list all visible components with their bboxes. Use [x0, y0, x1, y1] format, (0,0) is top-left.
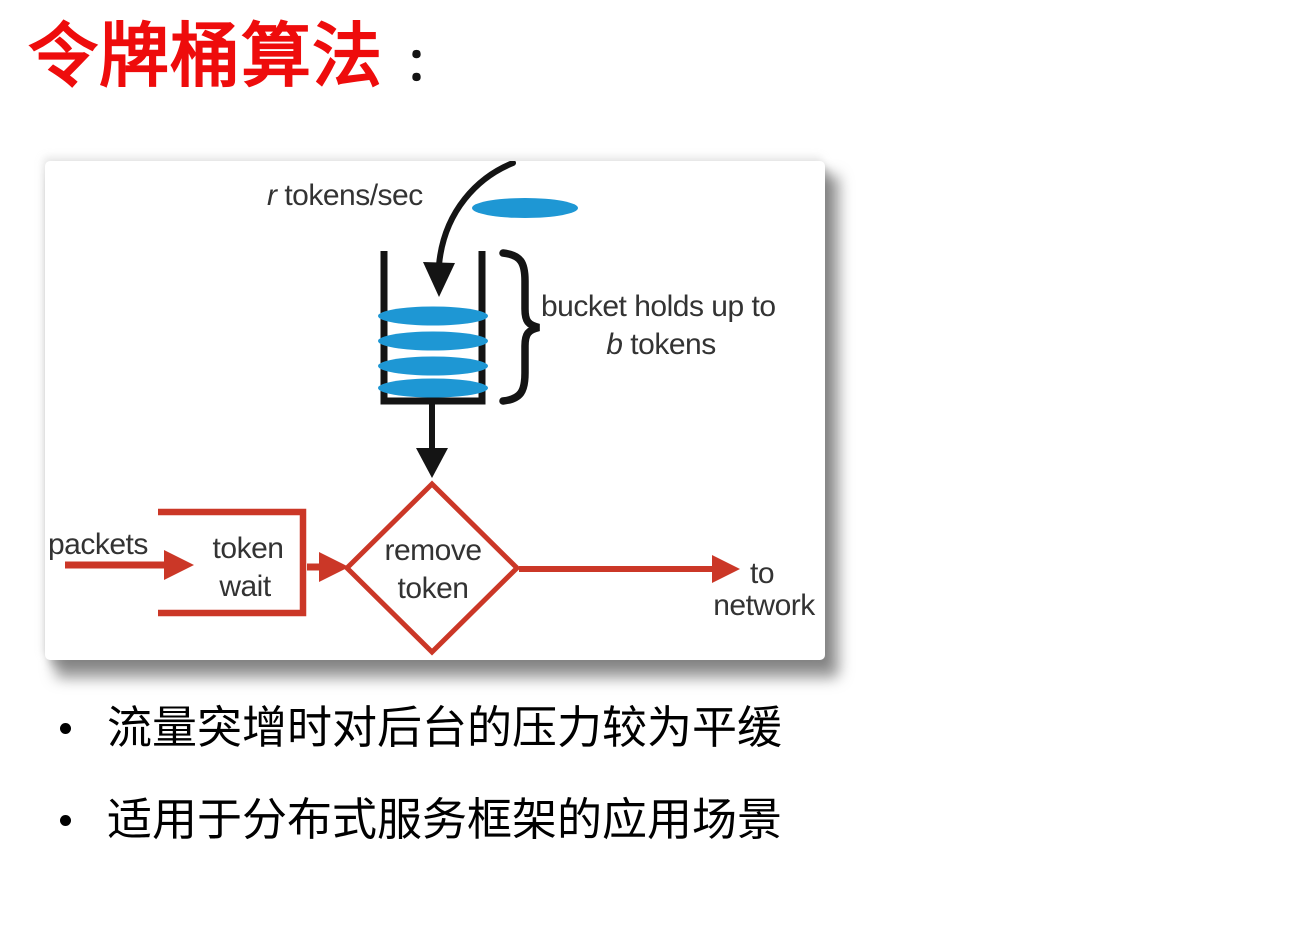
- token-bucket-picture: r tokens/sec bucket holds up to b tokens: [45, 161, 825, 660]
- token-wait-queue-shape: [158, 508, 307, 617]
- token-arrival-arrowhead-icon: [423, 262, 455, 297]
- bucket-capacity-label-line1: bucket holds up to: [541, 290, 776, 323]
- bullet-icon: [60, 723, 71, 734]
- token-bucket-diagram: r tokens/sec bucket holds up to b tokens: [48, 161, 817, 656]
- rate-label: r tokens/sec: [267, 179, 423, 212]
- queue-label-line2: wait: [218, 570, 272, 603]
- page-title: 令牌桶算法 ：: [28, 14, 451, 98]
- queue-label-line1: token: [213, 532, 284, 565]
- bucket-capacity-label-line2: b tokens: [606, 328, 715, 361]
- remove-token-diamond-shape: [343, 480, 521, 656]
- list-item: 适用于分布式服务框架的应用场景: [58, 792, 1238, 848]
- bullet-text: 适用于分布式服务框架的应用场景: [107, 794, 783, 845]
- output-label-line2: network: [713, 589, 816, 622]
- packets-label: packets: [48, 528, 148, 561]
- bullet-list: 流量突增时对后台的压力较为平缓 适用于分布式服务框架的应用场景: [58, 700, 1238, 884]
- packets-arrowhead-icon: [164, 550, 194, 580]
- token-icon: [378, 378, 488, 398]
- token-icon: [378, 331, 488, 351]
- to-network-arrowhead-icon: [712, 555, 740, 583]
- bullet-icon: [60, 815, 71, 826]
- queue-to-decision-arrowhead-icon: [319, 552, 349, 582]
- decision-label-line1: remove: [384, 534, 481, 567]
- token-arrival-arrow: [436, 161, 516, 268]
- bucket-to-decision-arrowhead-icon: [416, 448, 448, 478]
- incoming-token-icon: [472, 198, 578, 218]
- list-item: 流量突增时对后台的压力较为平缓: [58, 700, 1238, 756]
- brace-icon: [499, 249, 540, 405]
- output-label-line1: to: [750, 557, 774, 590]
- bullet-text: 流量突增时对后台的压力较为平缓: [107, 702, 783, 753]
- token-icon: [378, 306, 488, 326]
- title-colon: ：: [405, 38, 451, 90]
- bucket-shape: [380, 251, 486, 405]
- decision-label-line2: token: [398, 572, 469, 605]
- bucket-tokens: [378, 306, 488, 398]
- title-text: 令牌桶算法: [28, 17, 383, 95]
- token-icon: [378, 356, 488, 376]
